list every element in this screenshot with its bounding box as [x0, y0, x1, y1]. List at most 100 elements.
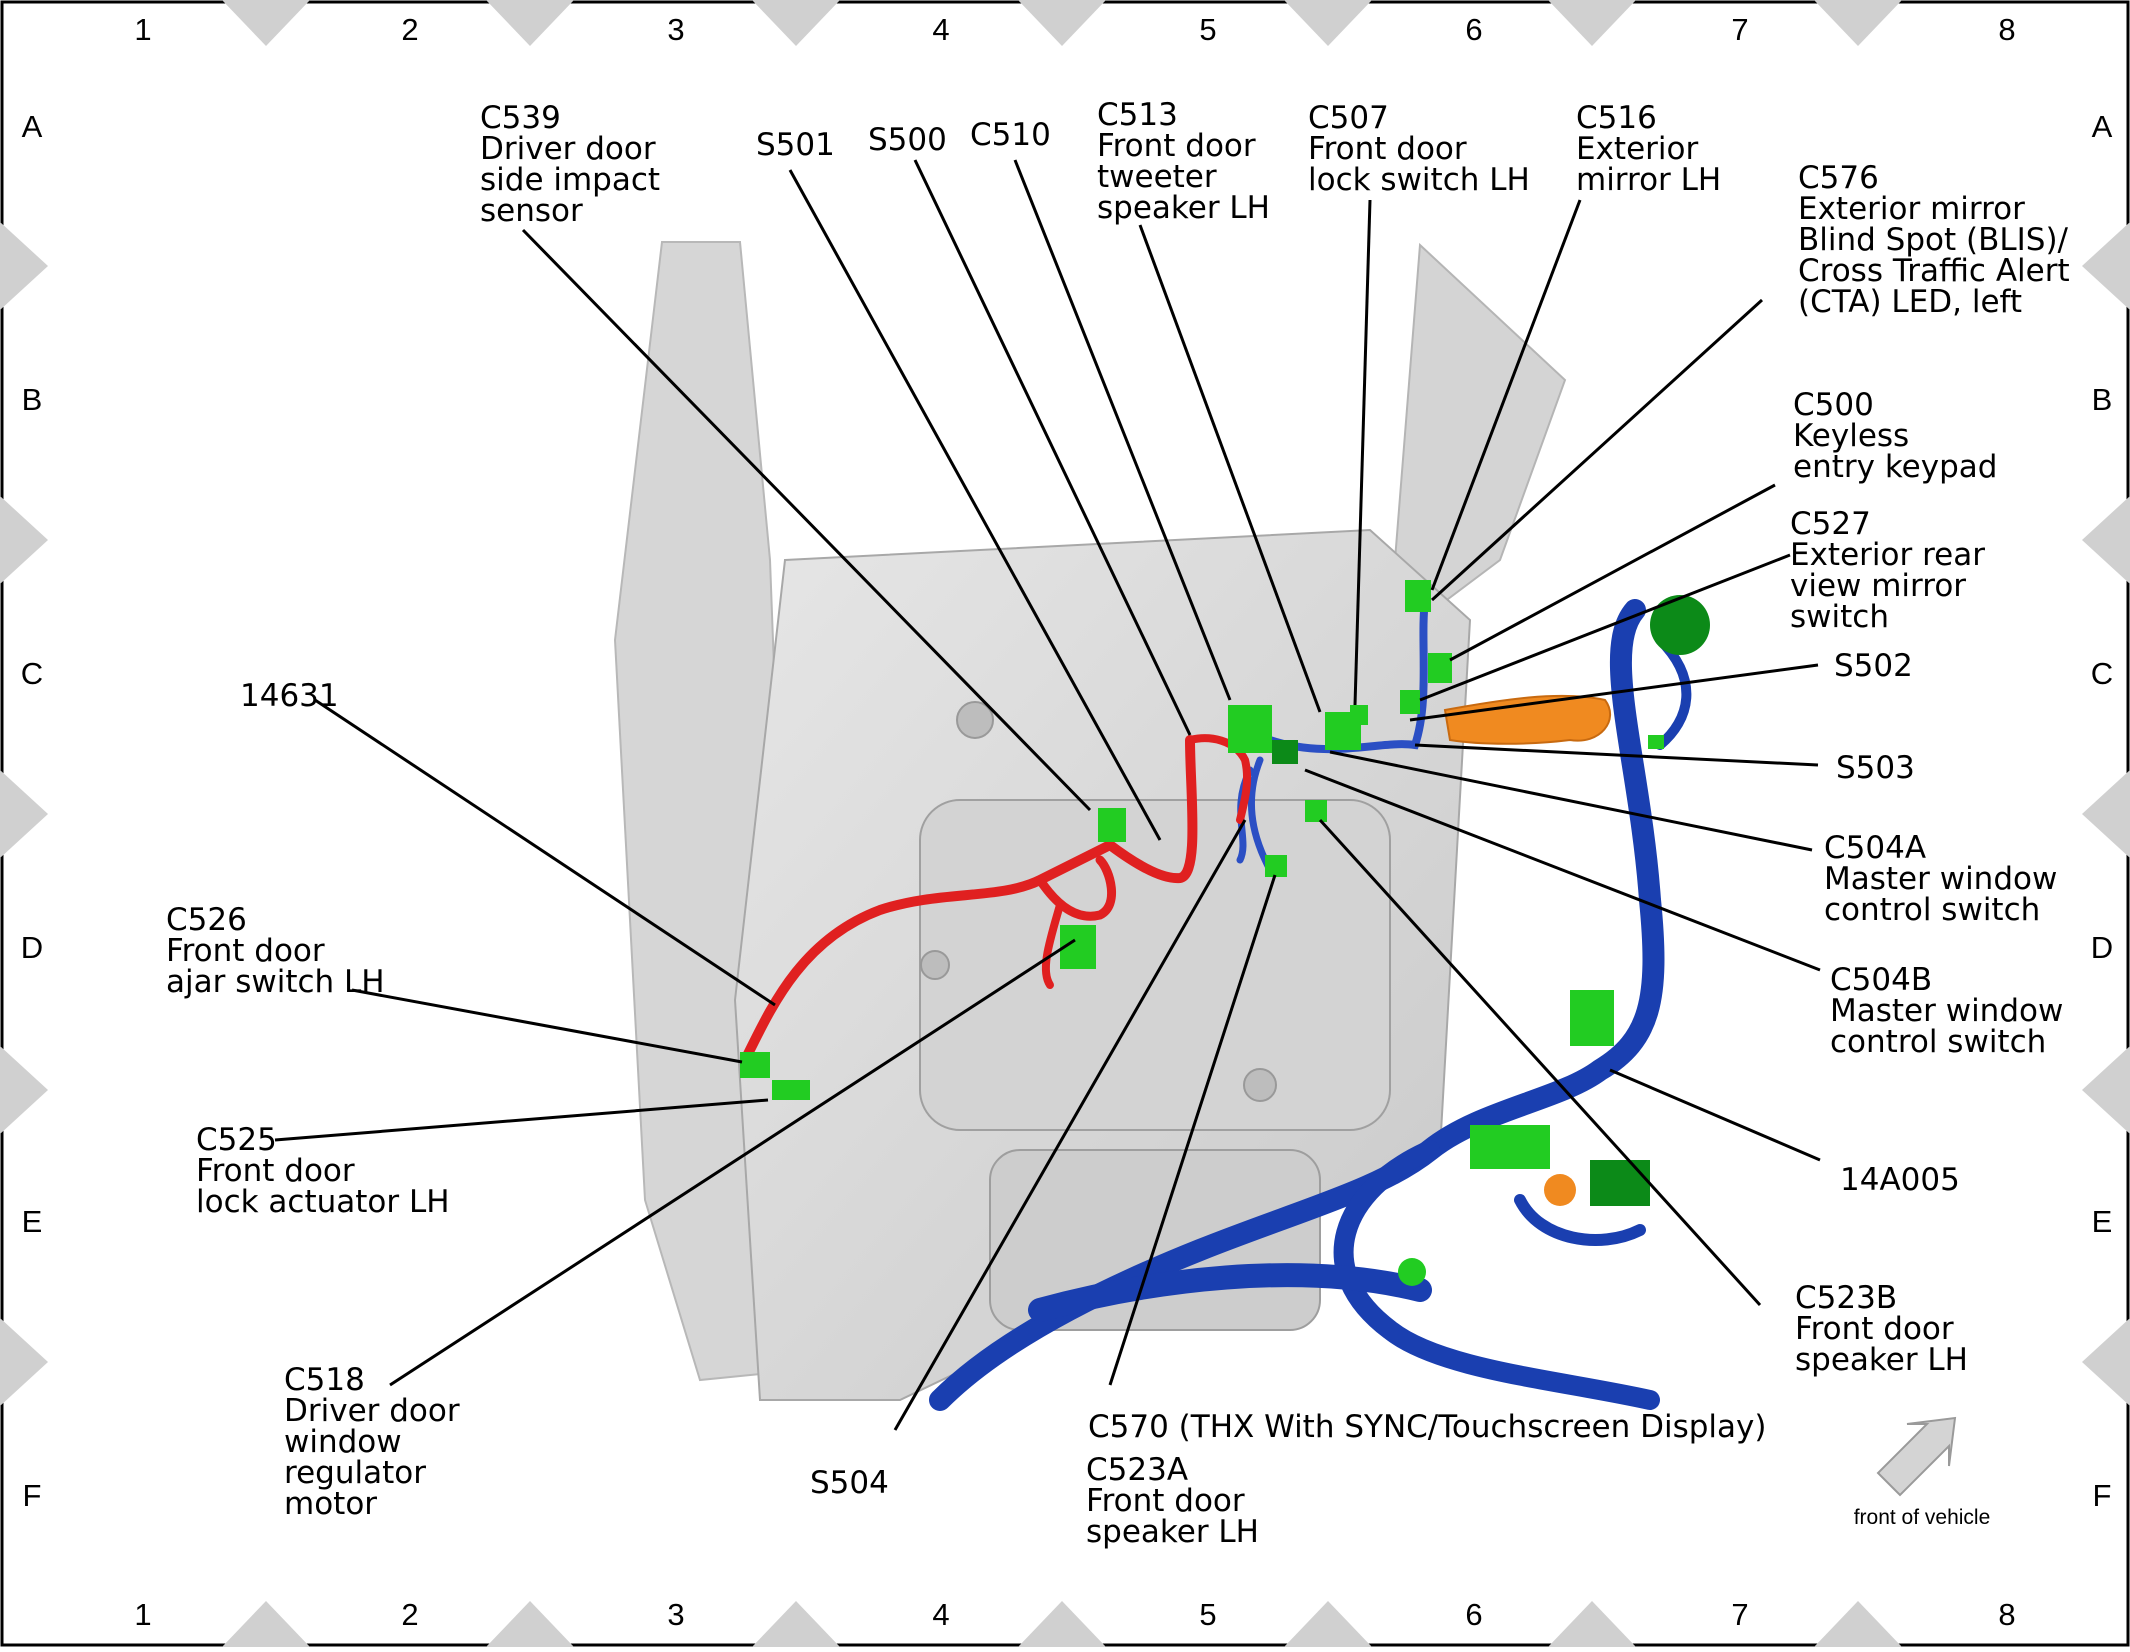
connector-small — [1648, 735, 1664, 749]
red-harness — [740, 734, 1252, 1065]
grid-marker — [2082, 222, 2130, 310]
callout-c523b-code: C523B — [1795, 1280, 1897, 1316]
column-label-top-1: 1 — [134, 12, 151, 47]
callout-c510: C510 — [970, 117, 1051, 153]
grid-marker — [222, 0, 310, 46]
column-label-top-5: 5 — [1199, 12, 1216, 47]
row-label-right-B: B — [2092, 382, 2113, 417]
callout-c516-code: C516 — [1576, 100, 1657, 136]
column-label-bottom-8: 8 — [1998, 1597, 2015, 1632]
grid-marker — [1284, 1601, 1372, 1647]
callout-c513-line: tweeter — [1097, 159, 1217, 195]
callout-c504b-line: control switch — [1830, 1024, 2046, 1060]
callout-c504a-code: C504A — [1824, 830, 1926, 866]
callout-s500: S500 — [868, 122, 947, 158]
connector-small — [1398, 1258, 1426, 1286]
column-label-bottom-2: 2 — [401, 1597, 418, 1632]
leader-s503 — [1414, 743, 1819, 767]
callout-c500-line: entry keypad — [1793, 449, 1997, 485]
connector-c523b — [1570, 990, 1614, 1046]
callout-c525-line: lock actuator LH — [196, 1184, 450, 1220]
callout-c513-line: speaker LH — [1097, 190, 1270, 226]
leader-c576 — [1430, 298, 1764, 602]
callout-c516-line: Exterior — [1576, 131, 1698, 167]
grid-marker — [486, 1601, 574, 1647]
row-label-left-A: A — [22, 109, 43, 144]
callout-c527-code: C527 — [1790, 506, 1871, 542]
panel-hole — [1243, 1068, 1277, 1102]
callout-c513-code: C513 — [1097, 97, 1178, 133]
callout-c526-code: C526 — [166, 902, 247, 938]
callout-c539-line: side impact — [480, 162, 660, 198]
callout-c527-line: switch — [1790, 599, 1889, 635]
callout-s504: S504 — [810, 1465, 889, 1501]
callout-c525-code: C525 — [196, 1122, 277, 1158]
callout-w14a005-code: 14A005 — [1840, 1162, 1960, 1198]
grid-marker — [2082, 1046, 2130, 1134]
leader-c510 — [1013, 159, 1232, 701]
connector-junction — [1470, 1125, 1550, 1169]
connector-c570 — [1265, 855, 1287, 877]
row-label-right-E: E — [2092, 1204, 2113, 1239]
callout-w14631-code: 14631 — [240, 678, 339, 714]
row-label-left-D: D — [21, 930, 43, 965]
column-label-bottom-5: 5 — [1199, 1597, 1216, 1632]
front-of-vehicle-indicator: front of vehicle — [1854, 1416, 1990, 1529]
callout-s501: S501 — [756, 127, 835, 163]
leader-s502 — [1409, 663, 1819, 722]
grid-marker — [0, 496, 48, 584]
column-label-bottom-6: 6 — [1465, 1597, 1482, 1632]
orange-harness — [1443, 694, 1611, 745]
harness-14631 — [740, 735, 1198, 1065]
row-label-left-C: C — [21, 656, 43, 691]
callout-s500-code: S500 — [868, 122, 947, 158]
row-label-left-E: E — [22, 1204, 43, 1239]
callout-c523b-line: speaker LH — [1795, 1342, 1968, 1378]
leader-s501 — [788, 169, 1162, 841]
leader-c518 — [389, 938, 1076, 1387]
callout-c518-line: window — [284, 1424, 402, 1460]
callout-c507-line: Front door — [1308, 131, 1467, 167]
connector-c500 — [1428, 653, 1452, 683]
grid-marker — [0, 222, 48, 310]
leader-c523b — [1318, 818, 1762, 1307]
grid-marker — [2082, 770, 2130, 858]
door-illustration — [613, 241, 1567, 1401]
callout-c518-line: regulator — [284, 1455, 426, 1491]
connector-c513 — [1228, 705, 1272, 753]
leader-c539 — [521, 228, 1092, 812]
connector-dark — [1590, 1160, 1650, 1206]
row-label-right-D: D — [2091, 930, 2113, 965]
callout-c526-line: Front door — [166, 933, 325, 969]
grid-marker — [0, 770, 48, 858]
callout-c513-line: Front door — [1097, 128, 1256, 164]
panel-hole — [920, 950, 950, 980]
callout-c576-code: C576 — [1798, 160, 1879, 196]
grid-marker — [222, 1601, 310, 1647]
leader-c504b — [1304, 768, 1821, 972]
callout-c518-line: Driver door — [284, 1393, 460, 1429]
callout-c516-line: mirror LH — [1576, 162, 1721, 198]
callout-c523a-line: Front door — [1086, 1483, 1245, 1519]
leader-s504 — [893, 819, 1247, 1431]
column-label-top-7: 7 — [1731, 12, 1748, 47]
leader-c525 — [274, 1098, 769, 1142]
connector-c526 — [740, 1052, 770, 1078]
leader-c570 — [1108, 874, 1277, 1386]
column-label-top-8: 8 — [1998, 12, 2015, 47]
callout-w14631: 14631 — [240, 678, 339, 714]
callout-s504-code: S504 — [810, 1465, 889, 1501]
callout-c526-line: ajar switch LH — [166, 964, 385, 1000]
grid-marker — [2082, 1318, 2130, 1406]
callout-c525-line: Front door — [196, 1153, 355, 1189]
harness-red-branch — [1041, 901, 1064, 989]
